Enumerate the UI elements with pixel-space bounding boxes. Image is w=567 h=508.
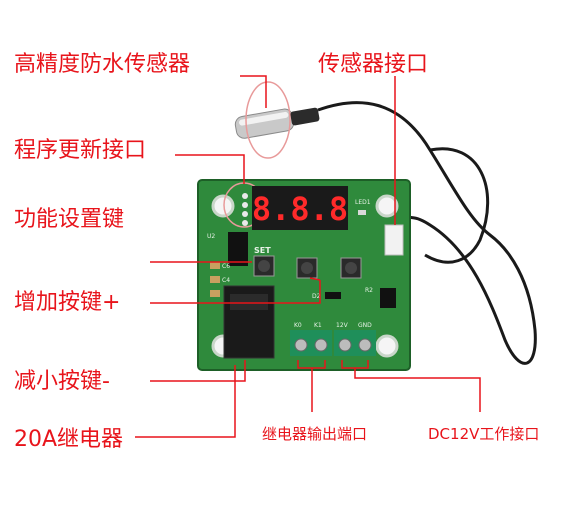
capacitor <box>210 290 220 297</box>
c4-label: C4 <box>222 277 230 284</box>
mount-hole <box>375 334 399 358</box>
u2-label: U2 <box>207 233 215 240</box>
sensor-cable-loop <box>424 147 490 264</box>
led1 <box>358 210 366 215</box>
display-digits: 8.8.8 <box>252 190 348 228</box>
d2-label: D2 <box>312 293 321 300</box>
leader-plus-key <box>150 280 321 304</box>
plus-button[interactable] <box>296 257 318 279</box>
label-relay: 20A继电器 <box>14 427 124 452</box>
label-relay-output: 继电器输出端口 <box>262 425 368 443</box>
leader-plus-key-arrow <box>309 277 321 281</box>
terminal-12v-label: 12V <box>336 322 349 329</box>
led1-label: LED1 <box>355 199 371 206</box>
terminal-gnd-label: GND <box>358 322 372 329</box>
leader-minus-key <box>150 360 246 382</box>
label-sensor: 高精度防水传感器 <box>14 52 191 77</box>
sensor-cable <box>317 101 537 365</box>
sensor-connector <box>384 224 404 256</box>
label-program-port: 程序更新接口 <box>14 138 147 163</box>
diode <box>325 292 341 299</box>
program-port-pads <box>242 193 248 226</box>
r2-label: R2 <box>365 287 373 294</box>
c6-label: C6 <box>222 263 230 270</box>
label-minus-key: 减小按键- <box>14 369 110 394</box>
mount-hole <box>375 194 399 218</box>
label-dc-input: DC12V工作接口 <box>428 425 540 443</box>
pcb-board: 8.8.8 U2 LED1 SET C6 C4 D2 <box>197 179 411 371</box>
leader-lines <box>135 75 481 438</box>
leader-dc-in-stem <box>354 368 481 412</box>
relay-output-terminal <box>290 330 332 356</box>
leader-relay <box>135 365 236 438</box>
terminal-k1-label: K1 <box>314 322 322 329</box>
label-sensor-port: 传感器接口 <box>318 52 429 77</box>
label-plus-key: 增加按键+ <box>14 290 121 315</box>
mcu-chip <box>228 232 248 266</box>
dc-input-terminal <box>334 330 376 356</box>
label-set-key: 功能设置键 <box>14 207 125 232</box>
capacitor <box>210 276 220 283</box>
sensor-highlight-circle <box>245 81 291 159</box>
terminal-k0-label: K0 <box>294 322 302 329</box>
mount-hole <box>211 194 235 218</box>
sensor-probe <box>234 107 320 139</box>
set-button[interactable] <box>253 255 275 277</box>
set-label: SET <box>254 246 271 255</box>
leader-sensor <box>240 75 267 108</box>
regulator <box>380 288 396 308</box>
led-display <box>252 186 348 230</box>
minus-button[interactable] <box>340 257 362 279</box>
leader-program-port <box>175 154 245 184</box>
capacitor <box>210 262 220 269</box>
